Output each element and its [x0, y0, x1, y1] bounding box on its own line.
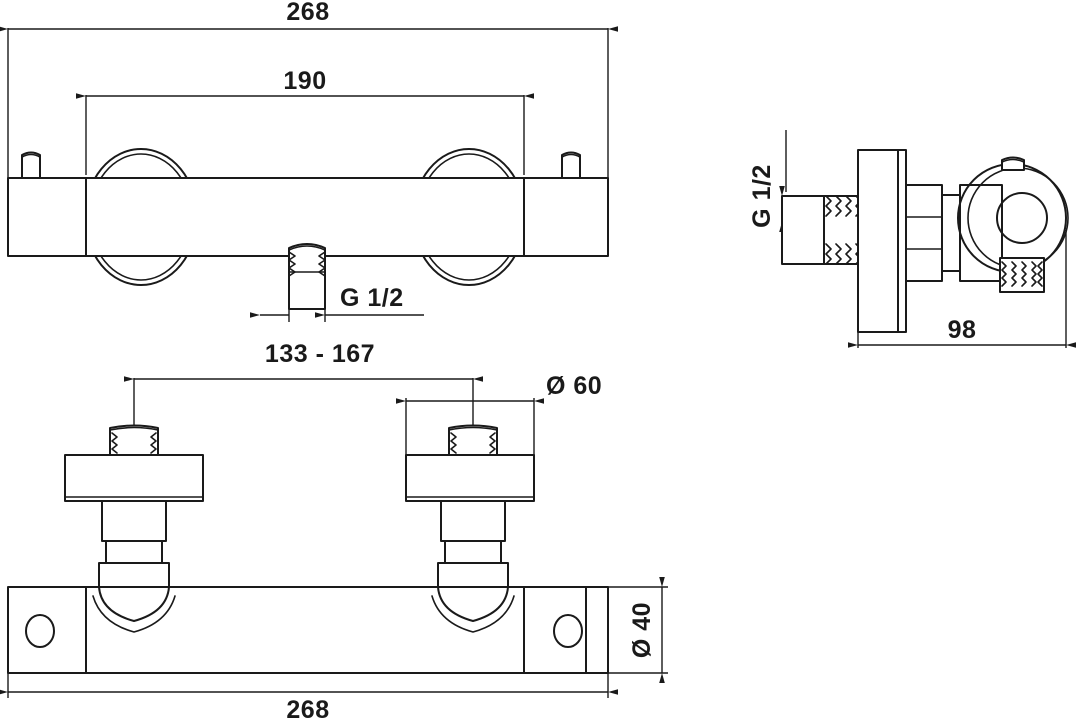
dimension-label-98: 98 [948, 316, 977, 344]
outlet-thread-side [999, 257, 1045, 293]
front-elevation-view: 268 190 [0, 0, 618, 322]
elbow-curve-left-inner [92, 595, 176, 633]
dimension-adjustable-centres: 133 - 167 [124, 340, 483, 447]
locking-post-left [21, 151, 41, 179]
dimension-overall-width-top: 268 [0, 0, 618, 190]
label-g-half-inlet: G 1/2 [748, 164, 776, 228]
label-g-half-outlet: G 1/2 [340, 284, 404, 312]
dimension-label-190: 190 [283, 67, 326, 95]
dimension-flange-diameter: Ø 60 [396, 372, 602, 460]
dimension-body-diameter: Ø 40 [608, 577, 668, 683]
fixing-hole-right [553, 614, 583, 648]
elbow-curve-right [437, 586, 509, 622]
dimension-inlet-centres: 190 [76, 67, 534, 175]
connector-nut-stack [905, 184, 965, 282]
locking-post-right [561, 151, 581, 179]
elbow-curve-right-inner [431, 595, 515, 633]
elbow-curve-left [98, 586, 170, 622]
dimension-outlet-thread: G 1/2 [250, 284, 424, 322]
valve-neck [959, 184, 1003, 282]
handle-top-post [1001, 156, 1025, 171]
dimension-label-133-167: 133 - 167 [265, 340, 375, 368]
mixer-body-front [7, 177, 609, 257]
dimension-side-depth: 98 [848, 230, 1076, 348]
mounting-bar [7, 586, 609, 674]
bottom-plan-view: 133 - 167 Ø 60 [0, 340, 668, 724]
dimension-inlet-thread: G 1/2 [748, 130, 787, 232]
dimension-label-dia-60: Ø 60 [546, 372, 602, 400]
dimension-label-268-bottom: 268 [286, 696, 329, 724]
fixing-hole-left [25, 614, 55, 648]
outlet-spigot-front [288, 243, 326, 310]
dimension-overall-width-bottom: 268 [0, 673, 618, 724]
dimension-label-dia-40: Ø 40 [628, 602, 656, 658]
side-section-view: G 1/2 [748, 130, 1076, 348]
dimension-label-268-top: 268 [286, 0, 329, 26]
